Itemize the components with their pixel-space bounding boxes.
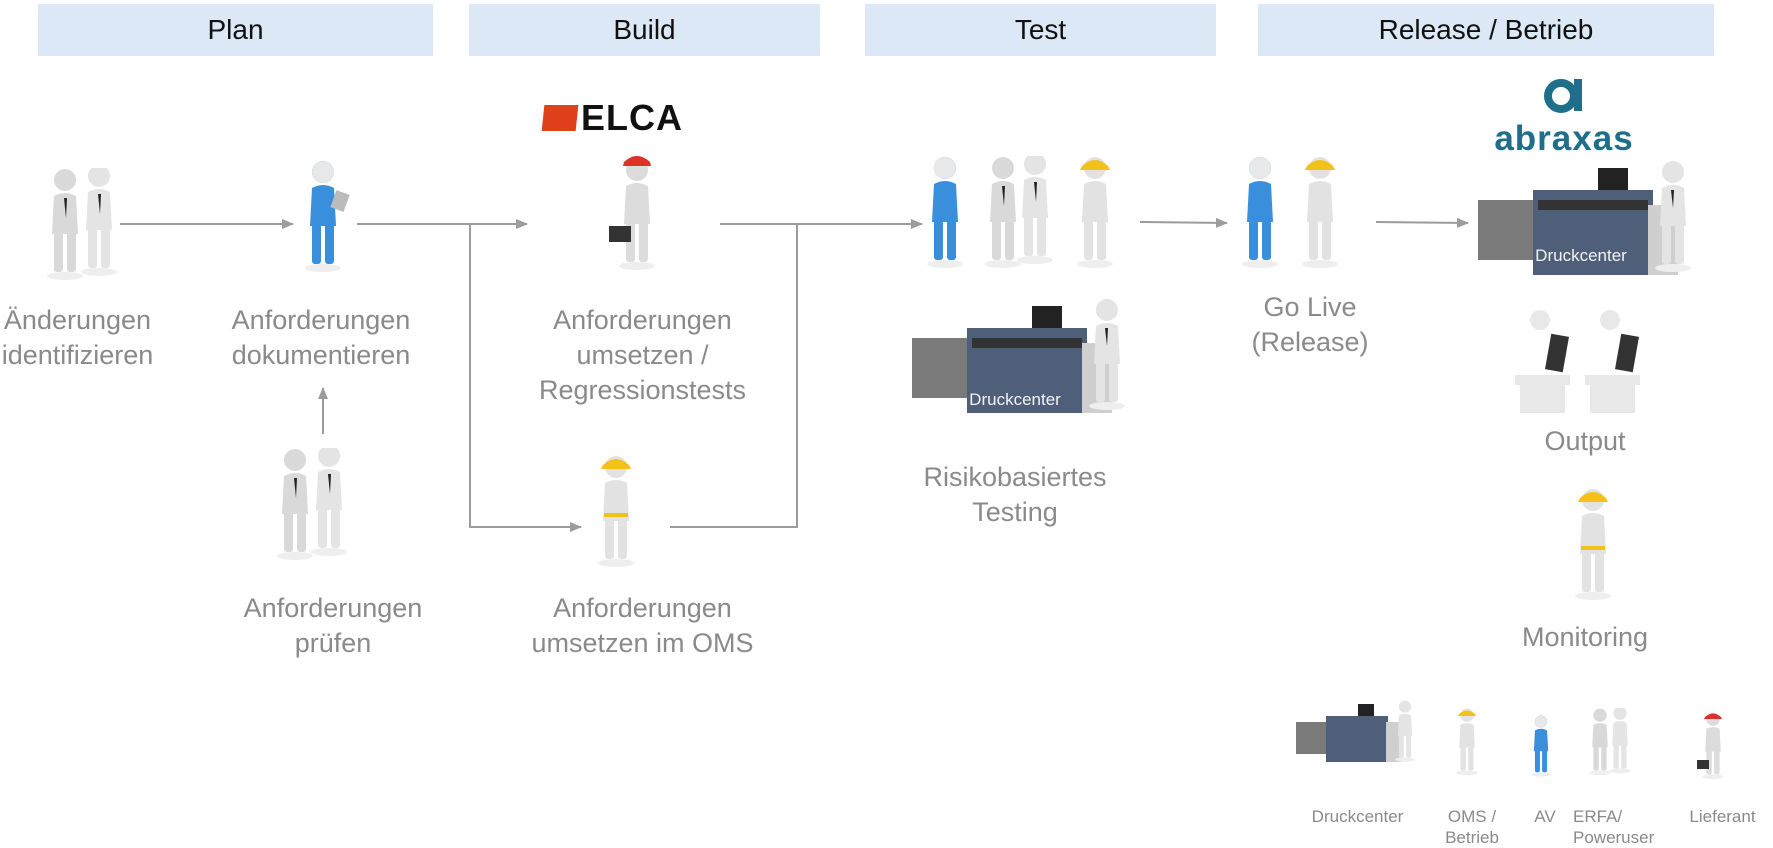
- printer-druckcenter-icon: [912, 299, 1125, 413]
- abraxas-logo: abraxas: [1490, 75, 1638, 158]
- phase-plan: Plan: [38, 4, 433, 56]
- av-person-icon: [305, 161, 350, 272]
- arrow-to-implement-oms: [469, 224, 582, 532]
- printer-label: Druckcenter: [969, 390, 1061, 409]
- legend-lieferant-icon: [1697, 712, 1724, 780]
- legend-av: AV: [1534, 807, 1556, 826]
- elca-logo: ELCA: [541, 97, 683, 138]
- elca-mark-icon: [541, 105, 579, 131]
- legend-oms: OMS / Betrieb: [1445, 807, 1499, 847]
- line-oms-to-test: [670, 224, 798, 528]
- legend-printer-icon: [1296, 700, 1415, 762]
- business-people-icon: [277, 448, 347, 560]
- test-team-icon: [927, 156, 1113, 268]
- arrow-test-to-golive: [1139, 217, 1228, 228]
- phase-release-betrieb: Release / Betrieb: [1258, 4, 1714, 56]
- legend-lieferant: Lieferant: [1689, 807, 1756, 826]
- oms-worker-icon: [598, 456, 634, 567]
- label-monitoring: Monitoring: [1521, 622, 1649, 652]
- label-golive: Go Live (Release): [1251, 292, 1369, 357]
- label-testing: Risikobasiertes Testing: [923, 462, 1107, 527]
- golive-team-icon: [1242, 157, 1338, 268]
- arrow-golive-to-release: [1375, 217, 1469, 228]
- label-check: Anforderungen prüfen: [243, 593, 423, 658]
- phase-test: Test: [865, 4, 1216, 56]
- legend-erfa-icon: [1589, 708, 1631, 776]
- oms-worker-icon: [1575, 489, 1611, 600]
- printer-label: Druckcenter: [1535, 246, 1627, 265]
- label-output: Output: [1544, 426, 1626, 456]
- elca-logo-text: ELCA: [581, 97, 683, 138]
- label-implement: Anforderungen umsetzen / Regressionstest…: [538, 305, 747, 405]
- legend-erfa: ERFA/ Poweruser: [1573, 807, 1655, 847]
- abraxas-logo-text: abraxas: [1494, 119, 1634, 158]
- desk-workers-icon: [1515, 310, 1640, 413]
- label-document: Anforderungen dokumentieren: [231, 305, 411, 370]
- lieferant-worker-icon: [609, 156, 655, 270]
- business-people-icon: [47, 168, 117, 280]
- legend-oms-icon: [1456, 708, 1478, 776]
- legend-av-icon: [1531, 715, 1551, 777]
- printer-druckcenter-icon: [1478, 161, 1691, 275]
- phase-build: Build: [469, 4, 820, 56]
- label-implement-oms: Anforderungen umsetzen im OMS: [531, 593, 754, 658]
- label-identify: Änderungen identifizieren: [1, 305, 154, 370]
- legend-druckcenter: Druckcenter: [1311, 807, 1404, 826]
- abraxas-mark-icon: [1544, 79, 1582, 113]
